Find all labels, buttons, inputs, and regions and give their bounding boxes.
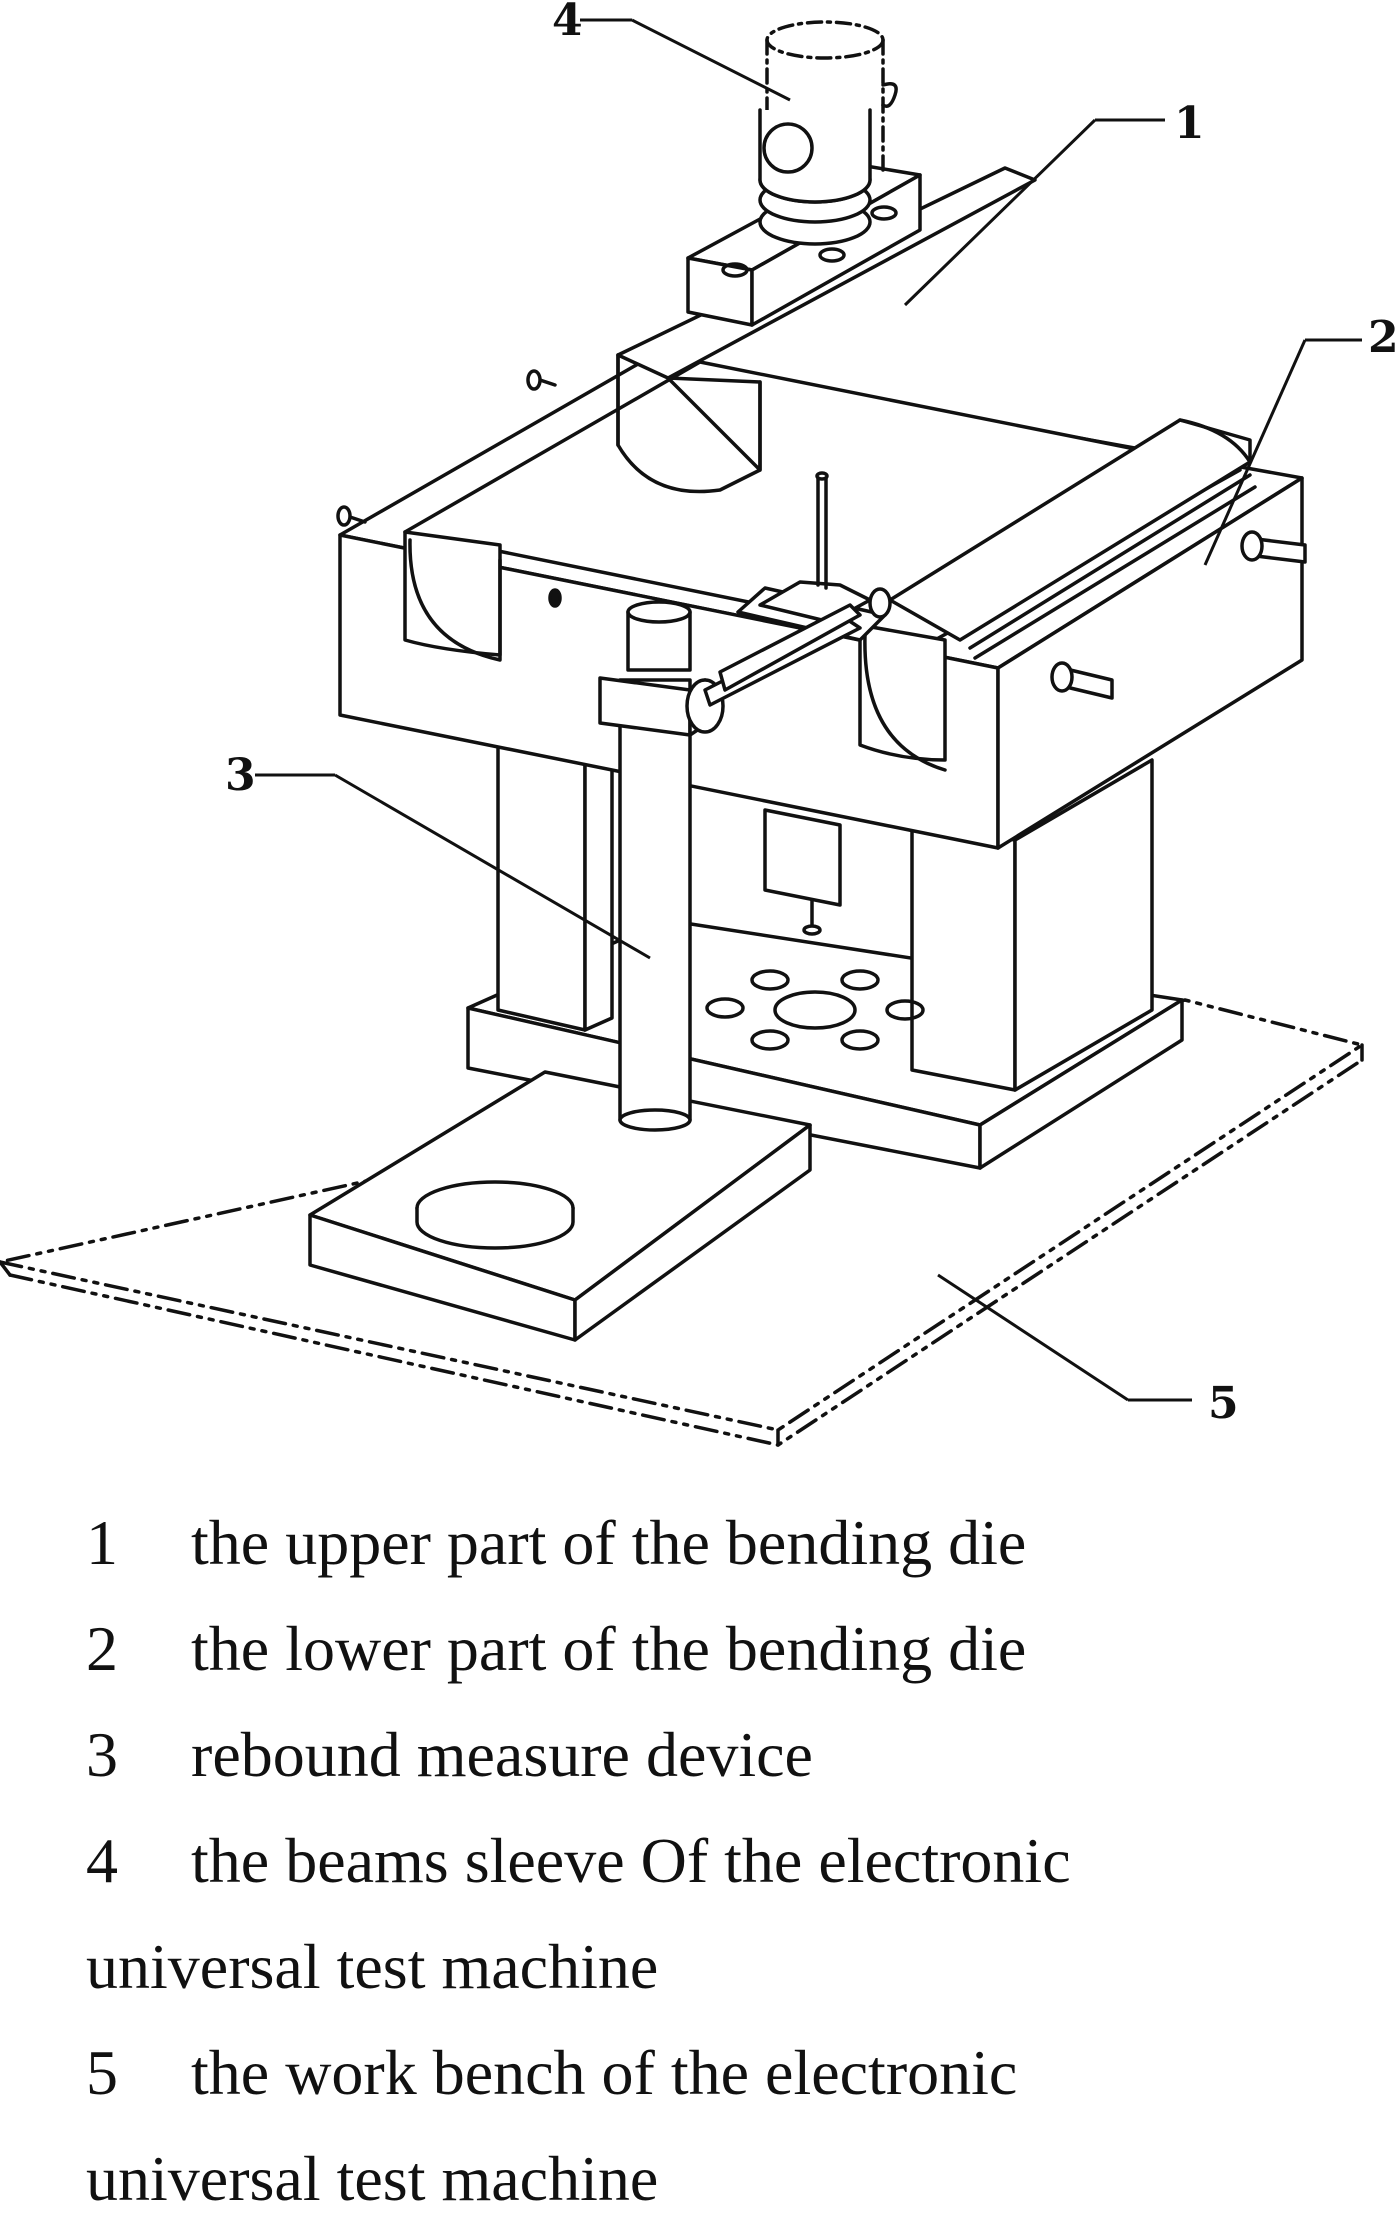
leader-lines xyxy=(255,18,1362,1402)
base-holes xyxy=(705,969,925,1051)
legend-number: 2 xyxy=(86,1613,118,1684)
callout-2: 2 xyxy=(1368,312,1399,363)
die-pillar-left xyxy=(496,738,587,1032)
legend-number: 4 xyxy=(86,1825,118,1896)
legend-text: the lower part of the bending die xyxy=(191,1613,1027,1684)
legend-continuation: universal test machine xyxy=(86,1931,659,2002)
legend-text: the work bench of the electronic xyxy=(191,2037,1018,2108)
callout-5: 5 xyxy=(1208,1378,1239,1429)
die-pillar-right xyxy=(910,818,1017,1092)
diagram-drawing: 4 1 2 3 5 xyxy=(0,0,1399,1447)
callout-4: 4 xyxy=(552,0,583,46)
legend-number: 5 xyxy=(86,2037,118,2108)
legend-item: 3 rebound measure device xyxy=(86,1702,1326,1808)
legend-continuation: universal test machine xyxy=(86,2143,659,2214)
bending-die-diagram: 4 1 2 3 5 xyxy=(0,0,1399,1447)
legend-text: rebound measure device xyxy=(191,1719,813,1790)
legend-item: 2 the lower part of the bending die xyxy=(86,1596,1326,1702)
side-bolts xyxy=(1050,530,1307,700)
legend-item: 5 the work bench of the electronic xyxy=(86,2020,1326,2126)
legend-text: the beams sleeve Of the electronic xyxy=(191,1825,1071,1896)
legend-item: 1 the upper part of the bending die xyxy=(86,1490,1326,1596)
lower-die-right xyxy=(996,476,1304,850)
legend-number: 3 xyxy=(86,1719,118,1790)
legend-item: 4 the beams sleeve Of the electronic xyxy=(86,1808,1326,1914)
legend: 1 the upper part of the bending die 2 the … xyxy=(86,1490,1326,2232)
callout-1: 1 xyxy=(1174,98,1205,149)
measure-column xyxy=(618,678,692,1122)
callout-3: 3 xyxy=(225,750,256,801)
legend-text: the upper part of the bending die xyxy=(191,1507,1027,1578)
center-punch xyxy=(763,808,842,907)
legend-number: 1 xyxy=(86,1507,118,1578)
